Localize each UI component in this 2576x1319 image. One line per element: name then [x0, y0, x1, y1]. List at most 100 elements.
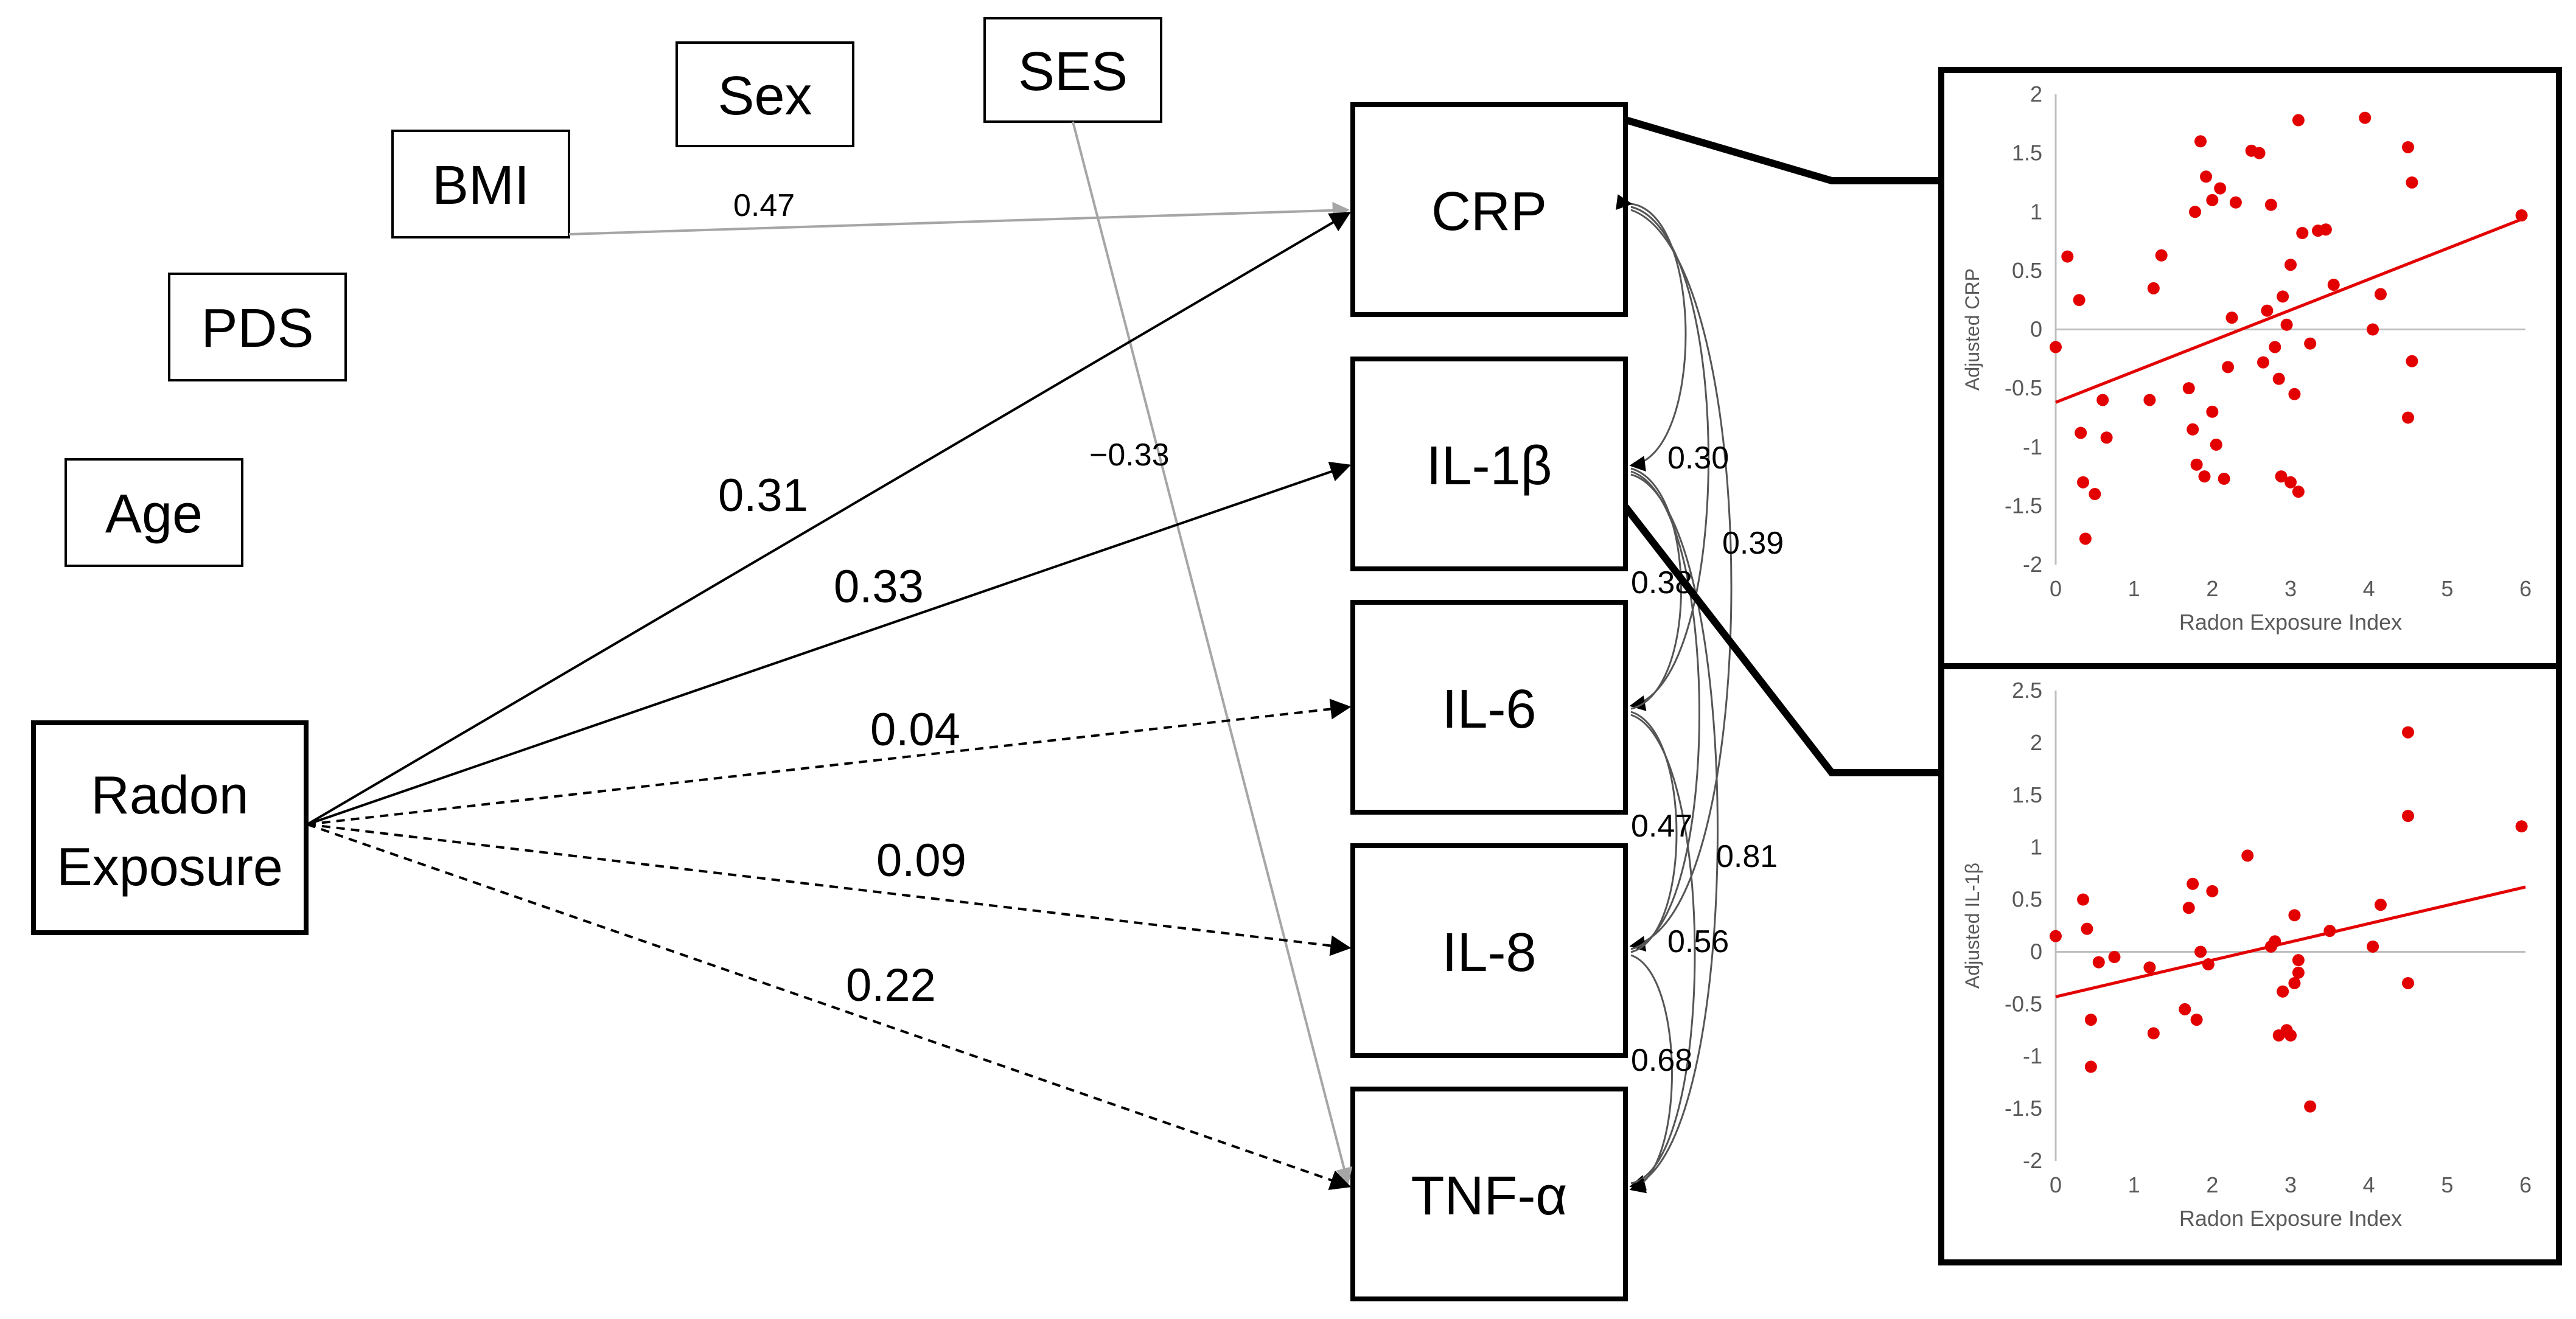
- scatter-point: [2194, 135, 2207, 148]
- scatter-point: [2206, 405, 2219, 418]
- scatter-point: [2190, 1014, 2203, 1026]
- covariate-box-age: Age: [65, 458, 243, 567]
- scatter-point: [2402, 976, 2414, 989]
- coef-label-bmi-crp: 0.47: [733, 188, 795, 223]
- outcome-box-tnfa: TNF-α: [1350, 1087, 1628, 1301]
- y-tick-label: -1: [2023, 434, 2042, 459]
- y-tick-label: 0.5: [2012, 887, 2042, 912]
- path-arrow-bmi-crp: [568, 201, 1350, 235]
- scatter-point: [2285, 259, 2297, 271]
- scatter-point: [2288, 976, 2301, 989]
- y-tick-label: -2: [2023, 1148, 2042, 1173]
- scatter-point: [2304, 337, 2317, 350]
- scatter-point: [2194, 945, 2207, 958]
- callout-connector-il1b: [1622, 504, 1941, 776]
- correlation-curve-il1b-il6: [1630, 467, 1682, 710]
- scatter-point: [2277, 985, 2289, 998]
- scatter-point: [2073, 294, 2086, 307]
- coef-label-radon-crp: 0.31: [718, 470, 808, 521]
- scatter-point: [2155, 249, 2168, 262]
- y-tick-label: 1: [2030, 199, 2042, 224]
- scatter-point: [2367, 323, 2379, 336]
- y-tick-label: -1.5: [2005, 493, 2042, 518]
- y-tick-label: -0.5: [2005, 375, 2042, 400]
- scatter-point: [2225, 311, 2238, 324]
- y-tick-label: -1.5: [2005, 1096, 2042, 1121]
- scatter-point: [2182, 902, 2195, 914]
- scatter-point: [2198, 470, 2211, 483]
- y-tick-label: 0.5: [2012, 258, 2042, 283]
- y-tick-label: 0: [2030, 317, 2042, 342]
- scatter-point: [2269, 935, 2281, 948]
- y-tick-label: 2: [2030, 82, 2042, 106]
- scatter-point: [2264, 198, 2277, 211]
- exposure-box: Radon Exposure: [31, 720, 309, 935]
- scatter-point: [2515, 820, 2528, 833]
- correlation-curve-il1b-il8: [1630, 470, 1700, 950]
- covariate-label-pds: PDS: [201, 298, 313, 359]
- scatter-point: [2214, 182, 2227, 195]
- covariate-box-sex: Sex: [675, 41, 854, 147]
- scatter-point: [2189, 206, 2202, 218]
- scatter-point: [2108, 951, 2121, 964]
- covariate-box-pds: PDS: [168, 273, 347, 381]
- scatter-point: [2257, 356, 2269, 369]
- path-arrow-ses-tnfa: [1072, 121, 1353, 1185]
- scatter-point: [2359, 111, 2372, 124]
- callout-connector-crp: [1624, 116, 1941, 184]
- x-tick-label: 4: [2363, 1172, 2375, 1197]
- x-tick-label: 0: [2050, 1172, 2062, 1197]
- y-tick-label: 1: [2030, 835, 2042, 860]
- exposure-label-line1: Radon: [91, 765, 248, 825]
- coef-label-radon-il6: 0.04: [870, 704, 960, 756]
- scatter-point: [2253, 147, 2266, 159]
- scatter-point: [2206, 885, 2219, 897]
- scatter-point: [2050, 930, 2062, 942]
- covariate-box-ses: SES: [983, 17, 1162, 123]
- exposure-label-line2: Exposure: [57, 837, 283, 897]
- scatter-point: [2218, 472, 2230, 485]
- x-tick-label: 5: [2441, 1172, 2453, 1197]
- correlation-label-7: 0.68: [1631, 1043, 1692, 1078]
- correlation-curve-il6-tnfa: [1630, 714, 1696, 1185]
- scatter-point: [2182, 382, 2195, 395]
- path-arrow-radon-il1b: [307, 461, 1352, 826]
- scatter-point: [2077, 476, 2090, 489]
- y-axis-label: Adjusted IL-1β: [1961, 863, 1983, 989]
- scatter-point: [2084, 1014, 2097, 1026]
- x-axis-label: Radon Exposure Index: [2179, 1206, 2402, 1231]
- y-tick-label: -1: [2023, 1043, 2042, 1068]
- scatter-point: [2229, 196, 2242, 209]
- scatter-point: [2272, 372, 2285, 385]
- correlation-label-6: 0.56: [1667, 924, 1729, 959]
- outcome-box-crp: CRP: [1350, 102, 1628, 317]
- scatter-point: [2374, 899, 2387, 911]
- x-tick-label: 3: [2285, 1172, 2297, 1197]
- scatter-point: [2269, 341, 2281, 353]
- coef-label-radon-tnfa: 0.22: [846, 959, 936, 1011]
- scatter-point: [2143, 961, 2156, 974]
- scatter-point: [2280, 318, 2293, 331]
- coef-label-radon-il8: 0.09: [876, 835, 966, 886]
- scatter-point: [2206, 193, 2219, 206]
- path-arrow-radon-il6: [307, 698, 1352, 826]
- path-arrow-radon-tnfa: [307, 823, 1352, 1191]
- scatter-point: [2147, 1027, 2160, 1040]
- coef-label-radon-il1b: 0.33: [834, 561, 924, 613]
- x-tick-label: 1: [2128, 1172, 2140, 1197]
- scatter-point: [2292, 114, 2305, 127]
- x-tick-label: 2: [2206, 1172, 2218, 1197]
- covariate-label-ses: SES: [1018, 41, 1128, 102]
- outcome-label-tnfa: TNF-α: [1411, 1166, 1568, 1227]
- trendline: [2055, 885, 2526, 998]
- y-tick-label: -0.5: [2005, 991, 2042, 1016]
- scatter-point: [2200, 170, 2213, 183]
- outcome-box-il6: IL-6: [1350, 600, 1628, 815]
- scatter-point: [2222, 361, 2235, 374]
- scatter-point: [2288, 909, 2301, 922]
- y-tick-label: 2.5: [2012, 678, 2042, 703]
- scatter-point: [2050, 341, 2062, 353]
- scatter-point: [2061, 250, 2074, 263]
